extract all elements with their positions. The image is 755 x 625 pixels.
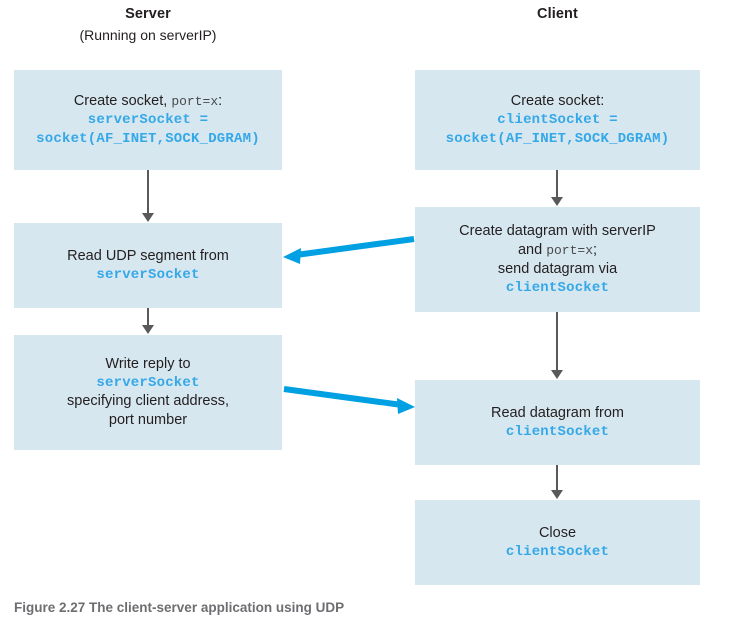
client-step-close: Close clientSocket bbox=[415, 500, 700, 585]
client-flow-line-1 bbox=[556, 170, 558, 198]
client-close-line-1: Close bbox=[538, 524, 577, 541]
cross-arrow-client-to-server bbox=[283, 236, 415, 264]
client-flow-arrowhead-3 bbox=[551, 490, 563, 499]
client-datagram-line-4: clientSocket bbox=[505, 279, 610, 296]
cross-arrow-server-to-client bbox=[283, 386, 415, 414]
client-datagram-line-2: and port=x; bbox=[517, 241, 598, 258]
server-create-socket-line-3: socket(AF_INET,SOCK_DGRAM) bbox=[36, 130, 260, 147]
server-flow-arrowhead-2 bbox=[142, 325, 154, 334]
server-create-socket-line-1: Create socket, port=x: bbox=[73, 92, 223, 109]
server-step-create-socket: Create socket, port=x: serverSocket = so… bbox=[14, 70, 282, 170]
client-read-line-1: Read datagram from bbox=[491, 404, 624, 421]
server-create-socket-line-2: serverSocket = bbox=[87, 112, 209, 129]
server-column-subtitle: (Running on serverIP) bbox=[79, 27, 217, 43]
client-flow-line-2 bbox=[556, 312, 558, 371]
client-create-socket-line-2: clientSocket = bbox=[497, 112, 618, 129]
client-step-create-datagram: Create datagram with serverIP and port=x… bbox=[415, 207, 700, 312]
server-read-line-1: Read UDP segment from bbox=[67, 247, 229, 264]
server-flow-line-1 bbox=[147, 170, 149, 214]
server-step-write-reply: Write reply to serverSocket specifying c… bbox=[14, 335, 282, 450]
client-datagram-line-3: send datagram via bbox=[497, 260, 618, 277]
client-step-create-socket: Create socket: clientSocket = socket(AF_… bbox=[415, 70, 700, 170]
server-write-line-1: Write reply to bbox=[105, 355, 191, 372]
client-read-line-2: clientSocket bbox=[505, 423, 610, 440]
server-write-line-3: specifying client address, bbox=[67, 393, 229, 410]
figure-caption: Figure 2.27 The client-server applicatio… bbox=[14, 600, 345, 615]
client-close-line-2: clientSocket bbox=[505, 543, 610, 560]
client-create-socket-line-1: Create socket: bbox=[510, 92, 605, 109]
server-write-line-4: port number bbox=[108, 412, 188, 429]
client-flow-arrowhead-2 bbox=[551, 370, 563, 379]
client-column-title: Client bbox=[537, 6, 578, 22]
client-flow-arrowhead-1 bbox=[551, 197, 563, 206]
server-step-read-udp-segment: Read UDP segment from serverSocket bbox=[14, 223, 282, 308]
server-read-line-2: serverSocket bbox=[96, 266, 200, 283]
client-flow-line-3 bbox=[556, 465, 558, 491]
client-step-read-datagram: Read datagram from clientSocket bbox=[415, 380, 700, 465]
server-flow-line-2 bbox=[147, 308, 149, 326]
client-create-socket-line-3: socket(AF_INET,SOCK_DGRAM) bbox=[445, 130, 670, 147]
server-write-line-2: serverSocket bbox=[96, 374, 200, 391]
server-flow-arrowhead-1 bbox=[142, 213, 154, 222]
client-datagram-line-1: Create datagram with serverIP bbox=[459, 222, 656, 239]
server-column-title: Server bbox=[125, 6, 171, 22]
